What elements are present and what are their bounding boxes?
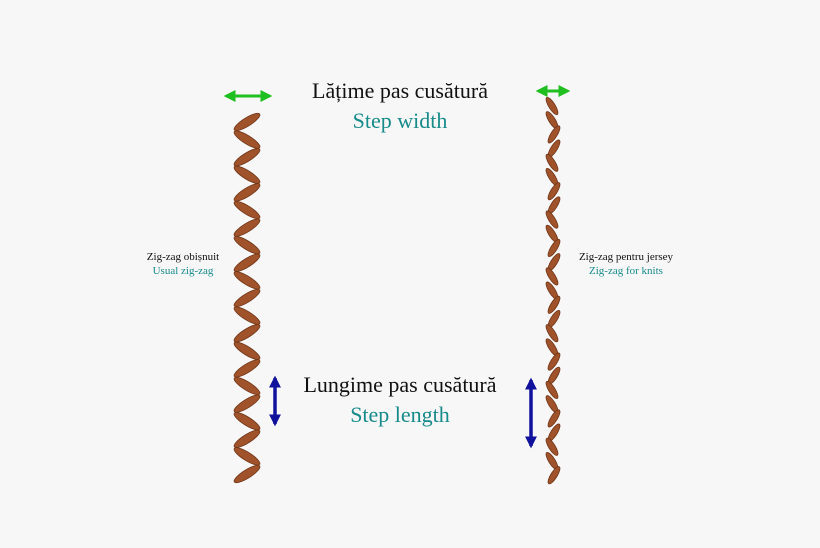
stitch-mark (233, 236, 261, 255)
stitch-mark (547, 466, 561, 485)
stitch-mark (545, 437, 559, 456)
stitch-mark (233, 183, 261, 202)
usual-zigzag-stitch (233, 112, 261, 484)
stitch-mark (233, 412, 261, 431)
stitch-mark (233, 464, 261, 484)
stitch-mark (545, 153, 559, 172)
stitch-mark (547, 352, 561, 371)
stitch-mark (233, 359, 261, 378)
stitch-mark (233, 306, 261, 325)
stitch-mark (233, 218, 261, 237)
stitch-mark (233, 447, 261, 466)
step-length-translation: Step length (350, 402, 450, 427)
stitch-mark (233, 130, 261, 149)
left-stitch-translation: Usual zig-zag (152, 265, 214, 277)
right-stitch-translation: Zig-zag for knits (589, 265, 663, 277)
stitch-mark (233, 429, 261, 448)
stitch-mark (233, 112, 261, 132)
step-width-translation: Step width (352, 108, 448, 133)
stitch-mark (233, 271, 261, 290)
stitch-mark (547, 125, 561, 144)
stitch-mark (233, 394, 261, 413)
stitch-mark (547, 238, 561, 258)
left-stitch-label: Zig-zag obișnuit (146, 251, 220, 263)
step-length-label: Lungime pas cusătură (303, 372, 497, 397)
stitch-mark (545, 96, 559, 116)
stitch-mark (233, 341, 261, 360)
stitch-mark (233, 288, 261, 308)
stitch-mark (545, 324, 559, 343)
stitch-mark (233, 376, 261, 396)
stitch-mark (233, 324, 261, 343)
stitch-mark (233, 200, 261, 220)
stitch-mark (547, 295, 561, 314)
stitch-mark (545, 210, 559, 229)
stitch-mark (547, 182, 561, 201)
stitch-mark (545, 380, 559, 400)
right-stitch-label: Zig-zag pentru jersey (578, 251, 674, 263)
stitch-mark (233, 148, 261, 167)
knit-zigzag-stitch (545, 96, 561, 485)
stitch-mark (547, 409, 561, 428)
stitch-mark (233, 253, 261, 272)
step-width-label: Lățime pas cusătură (312, 78, 488, 103)
stitch-mark (545, 267, 559, 286)
stitch-mark (233, 165, 261, 184)
